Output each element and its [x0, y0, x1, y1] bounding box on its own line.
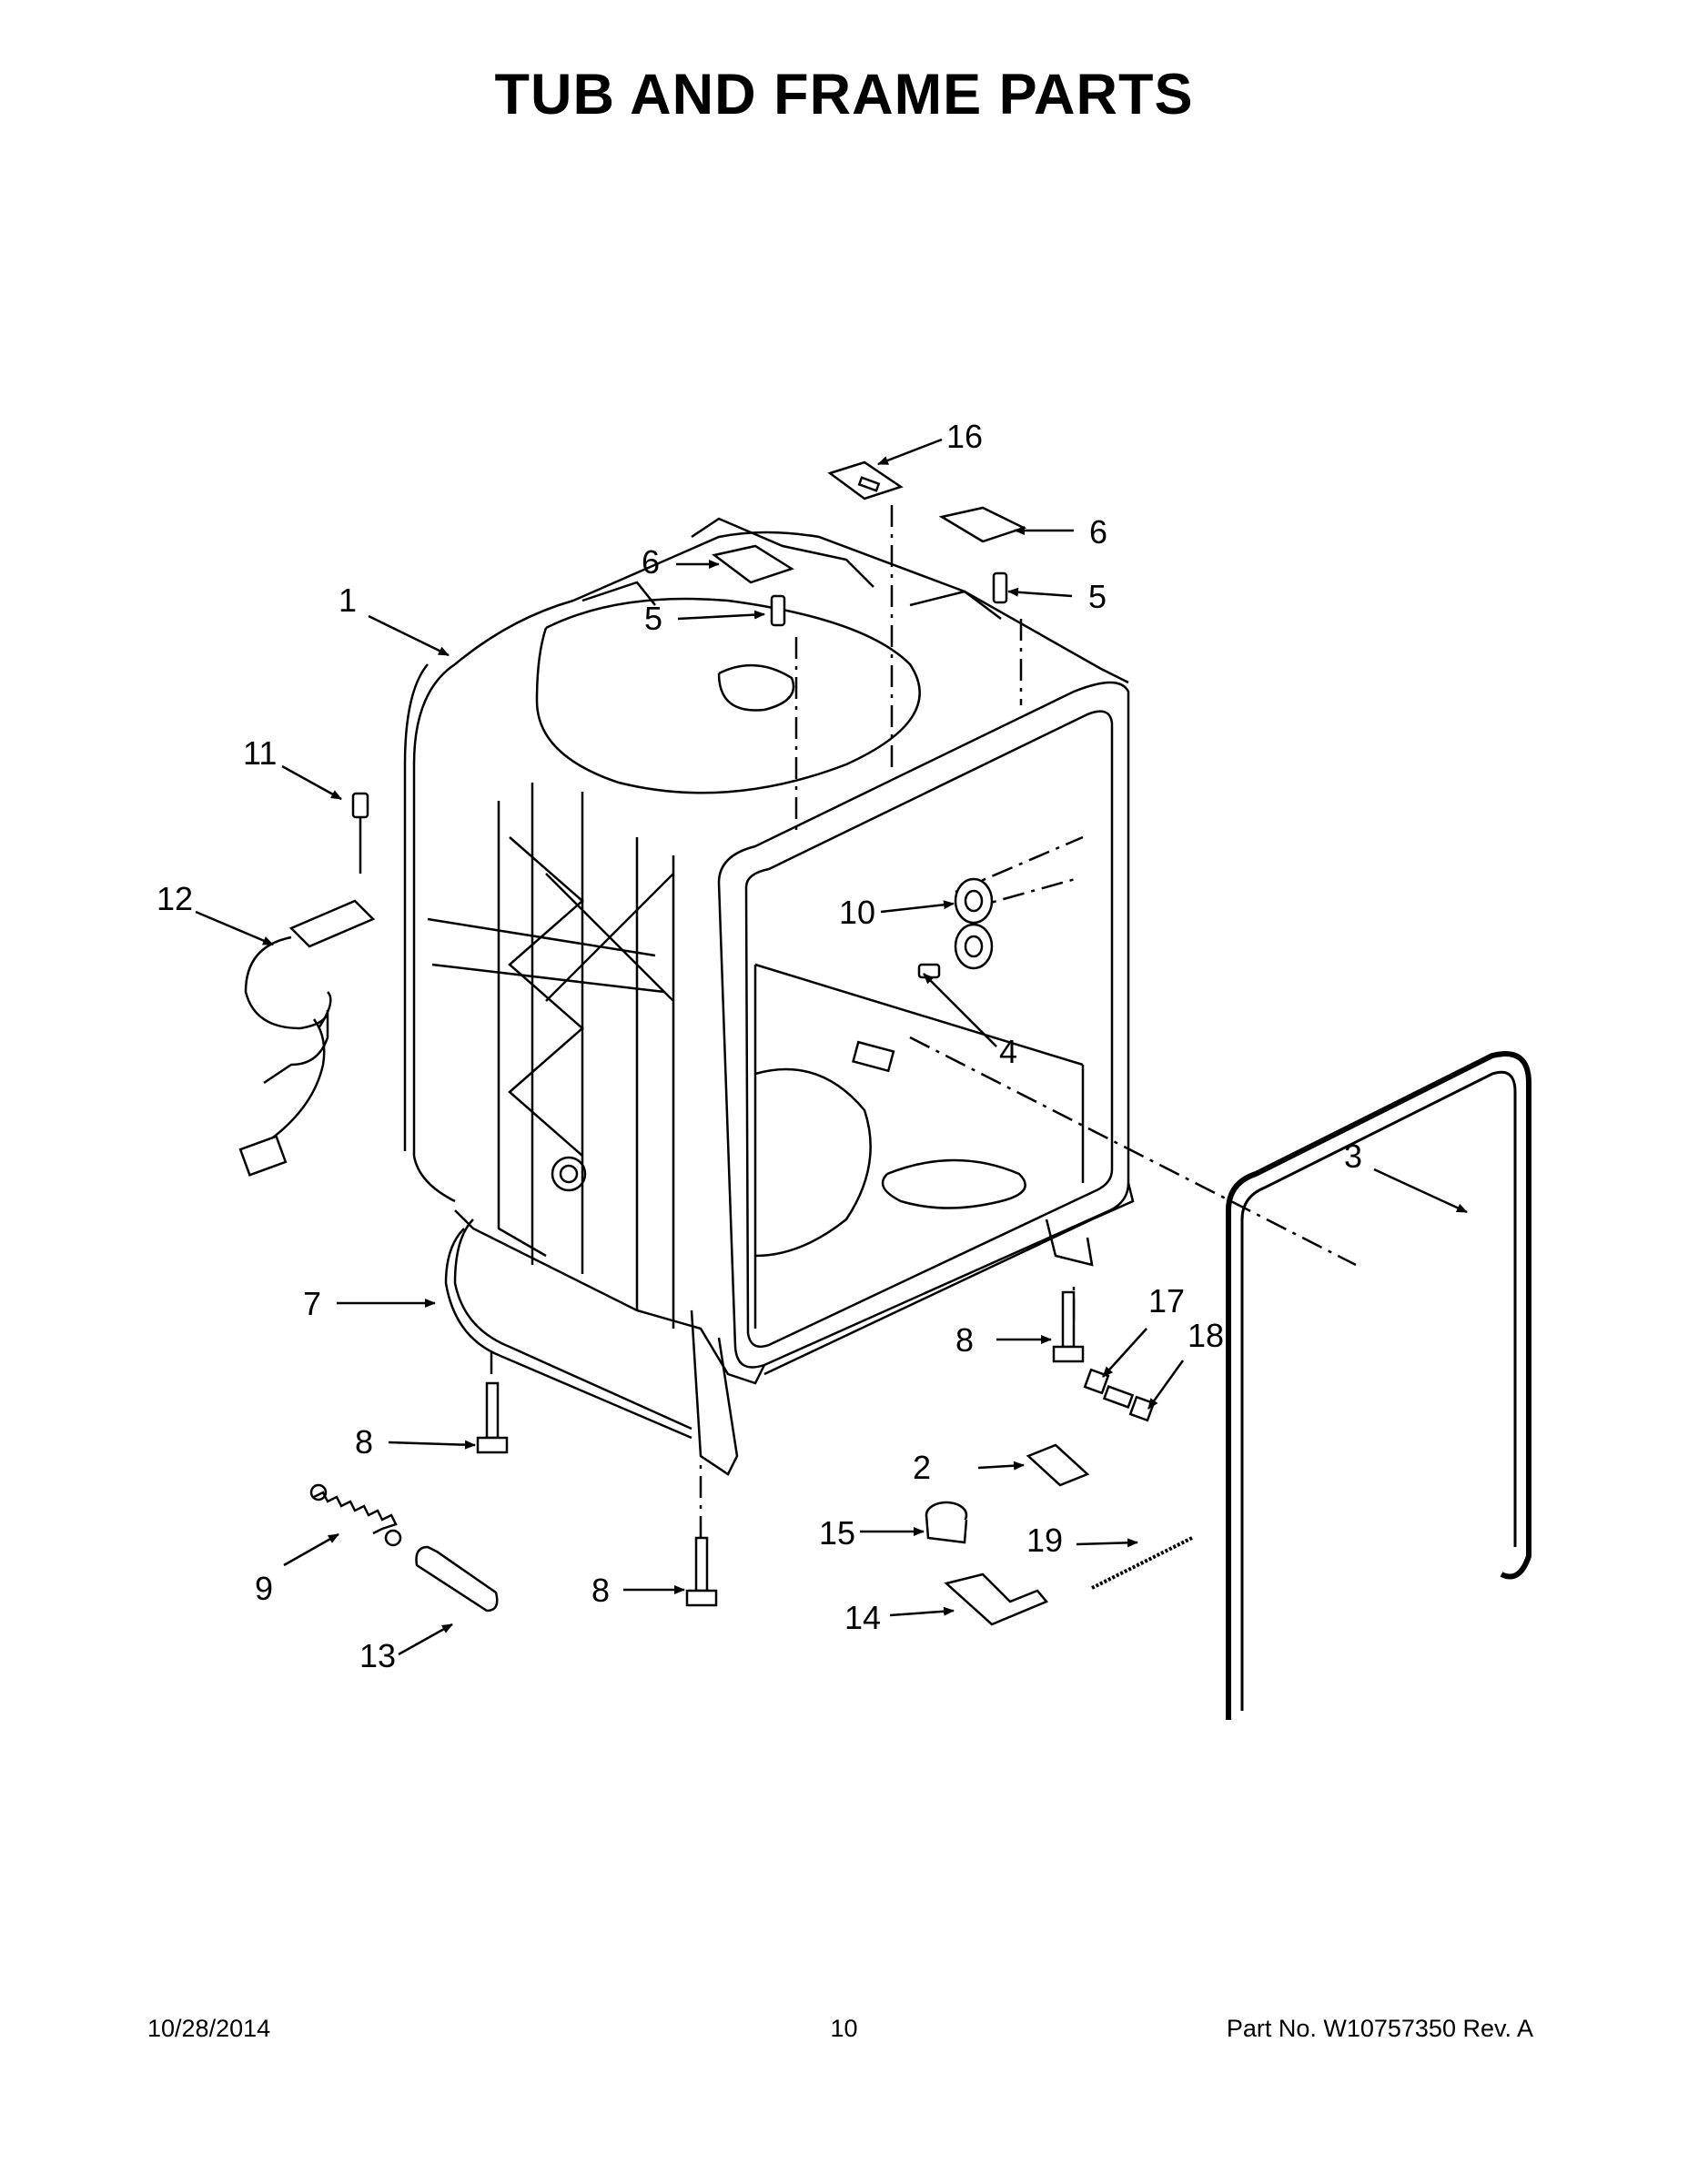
- callout-19: 19: [1026, 1522, 1063, 1559]
- callout-9: 9: [255, 1570, 273, 1607]
- callout-3: 3: [1344, 1138, 1362, 1175]
- callout-8-right: 8: [955, 1321, 974, 1359]
- callout-13: 13: [359, 1637, 396, 1674]
- callout-8-left: 8: [355, 1423, 373, 1461]
- callout-8-bottom: 8: [591, 1572, 610, 1609]
- callout-labels: 1 2 3 4 5 5 6 6 7 8 8 8 9 10 11 12 13 14…: [157, 418, 1362, 1674]
- callout-4: 4: [999, 1033, 1017, 1070]
- callout-12: 12: [157, 880, 193, 917]
- parts-drawings: [238, 460, 1531, 1720]
- callout-18: 18: [1188, 1317, 1224, 1354]
- page-title: TUB AND FRAME PARTS: [494, 63, 1194, 126]
- footer-date: 10/28/2014: [147, 2015, 271, 2042]
- callout-6-left: 6: [642, 543, 660, 581]
- callout-2: 2: [913, 1449, 931, 1486]
- callout-1: 1: [339, 581, 357, 619]
- callout-16: 16: [946, 418, 983, 455]
- callout-7: 7: [303, 1285, 321, 1322]
- footer-part-number: Part No. W10757350 Rev. A: [1226, 2015, 1533, 2042]
- callout-14: 14: [844, 1599, 881, 1636]
- callout-6-right: 6: [1089, 513, 1107, 551]
- callout-15: 15: [819, 1514, 855, 1552]
- callout-11: 11: [243, 734, 277, 772]
- leader-arrows: [195, 438, 1468, 1656]
- callout-10: 10: [839, 894, 875, 931]
- callout-17: 17: [1148, 1282, 1185, 1320]
- callout-5-right: 5: [1088, 578, 1107, 615]
- tub-drawing: [403, 517, 1135, 1476]
- callout-5-left: 5: [644, 600, 662, 637]
- alignment-lines: [490, 505, 1357, 1538]
- footer-page-number: 10: [830, 2015, 858, 2042]
